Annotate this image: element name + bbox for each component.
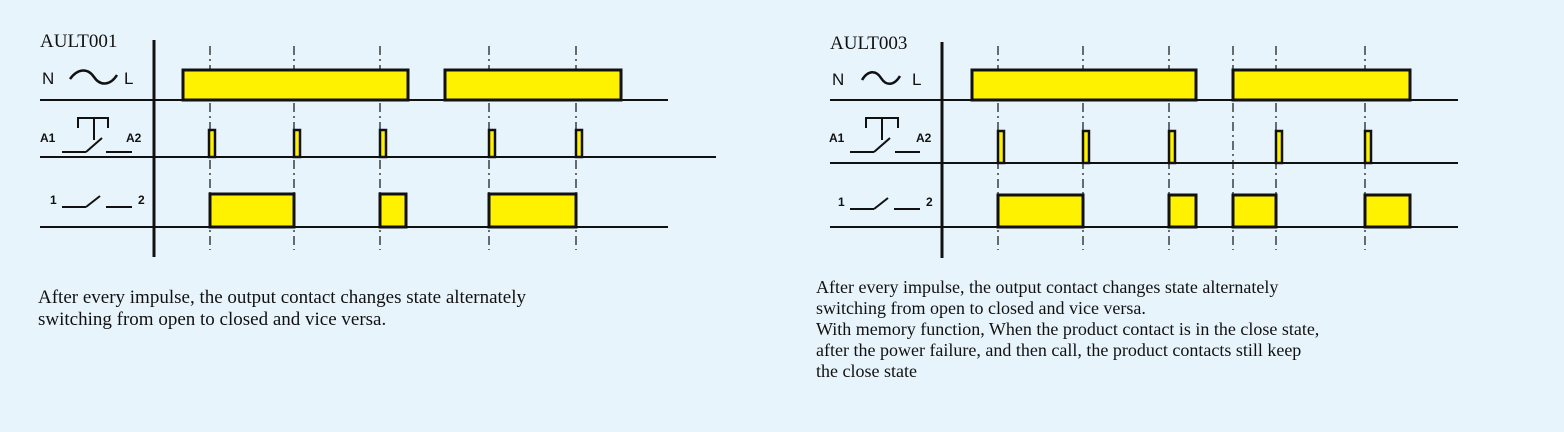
output-row: 1 2 bbox=[40, 192, 668, 229]
diagram-ault003: AULT003 N L A1 A2 bbox=[829, 33, 1458, 258]
output-closed-2 bbox=[1167, 193, 1198, 229]
supply-on-pulse-1 bbox=[970, 68, 1198, 102]
trigger-a1-label: A1 bbox=[40, 131, 56, 145]
description-ault001: After every impulse, the output contact … bbox=[38, 287, 527, 330]
trigger-a1-label: A1 bbox=[829, 131, 845, 145]
supply-row: N L bbox=[830, 68, 1458, 102]
trigger-pulse-3 bbox=[1167, 129, 1177, 165]
output-closed-4 bbox=[1363, 193, 1412, 229]
trigger-row: A1 A2 bbox=[829, 117, 1458, 165]
supply-on-pulse-2 bbox=[443, 68, 623, 102]
trigger-pulse-2 bbox=[1081, 129, 1091, 165]
pushbutton-switch-icon bbox=[850, 117, 920, 153]
output-closed-1 bbox=[996, 193, 1085, 229]
supply-l-label: L bbox=[912, 70, 921, 89]
output-2-label: 2 bbox=[926, 195, 933, 209]
diagram-title: AULT001 bbox=[40, 31, 117, 52]
trigger-pulse-1 bbox=[996, 129, 1006, 165]
supply-row: N L bbox=[40, 68, 668, 102]
diagram-ault001: AULT001 N L A1 A2 bbox=[40, 31, 716, 257]
contact-switch-icon bbox=[62, 195, 132, 208]
output-closed-2 bbox=[378, 192, 408, 229]
output-closed-3 bbox=[1231, 193, 1278, 229]
output-closed-1 bbox=[208, 192, 296, 229]
contact-switch-icon bbox=[850, 197, 920, 210]
ac-wave-icon bbox=[860, 71, 902, 85]
supply-on-pulse-2 bbox=[1231, 68, 1412, 102]
supply-n-label: N bbox=[832, 70, 844, 89]
trigger-a2-label: A2 bbox=[126, 131, 142, 145]
ac-wave-icon bbox=[68, 69, 119, 85]
trigger-a2-label: A2 bbox=[916, 131, 932, 145]
trigger-pulse-3 bbox=[378, 128, 388, 159]
diagram-title: AULT003 bbox=[830, 33, 907, 54]
output-closed-3 bbox=[487, 192, 578, 229]
output-2-label: 2 bbox=[138, 193, 145, 207]
supply-n-label: N bbox=[42, 69, 54, 88]
trigger-row: A1 A2 bbox=[40, 117, 716, 159]
trigger-pulse-4 bbox=[487, 128, 497, 159]
trigger-pulse-4 bbox=[1274, 129, 1284, 165]
description-ault003: After every impulse, the output contact … bbox=[816, 277, 1320, 381]
output-row: 1 2 bbox=[830, 193, 1458, 229]
trigger-pulse-1 bbox=[207, 128, 217, 159]
trigger-pulse-2 bbox=[292, 128, 302, 159]
trigger-pulse-5 bbox=[1363, 129, 1373, 165]
output-1-label: 1 bbox=[838, 195, 845, 209]
supply-l-label: L bbox=[124, 69, 133, 88]
trigger-pulse-5 bbox=[574, 128, 584, 159]
output-1-label: 1 bbox=[50, 193, 57, 207]
pushbutton-switch-icon bbox=[62, 117, 132, 153]
supply-on-pulse-1 bbox=[181, 68, 410, 102]
